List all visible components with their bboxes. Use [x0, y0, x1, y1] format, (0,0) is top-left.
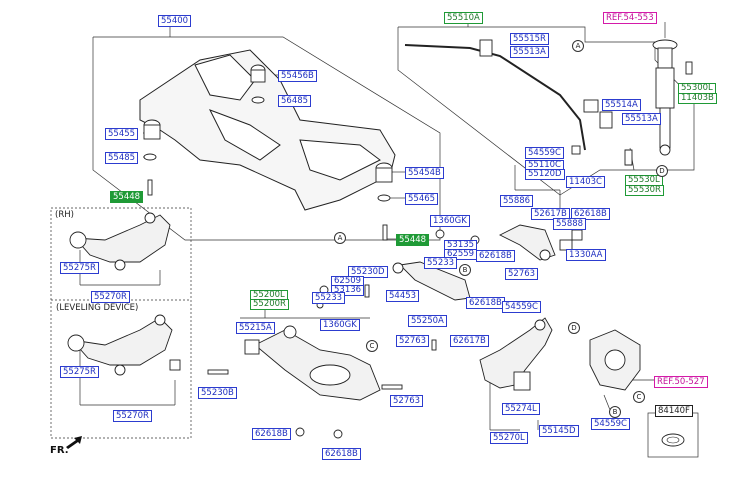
label-55448-a[interactable]: 55448 — [110, 191, 144, 203]
label-55530r[interactable]: 55530R — [625, 185, 664, 196]
label-55120d[interactable]: 55120D — [525, 169, 565, 180]
shock-absorber — [652, 39, 693, 156]
section-leveling: (LEVELING DEVICE) — [56, 303, 139, 313]
label-55485[interactable]: 55485 — [105, 152, 139, 164]
label-11403b[interactable]: 11403B — [678, 93, 717, 104]
label-1360gk-a[interactable]: 1360GK — [430, 215, 470, 227]
label-55275r-a[interactable]: 55275R — [60, 262, 99, 274]
fr-label: FR. — [50, 445, 69, 456]
trailing-arm-lh — [479, 317, 553, 391]
label-55215a[interactable]: 55215A — [236, 322, 275, 334]
label-55448-b[interactable]: 55448 — [396, 234, 430, 246]
trailing-arm-rh — [69, 212, 171, 271]
bushing-55513a — [479, 39, 493, 57]
label-62618b-e[interactable]: 62618B — [322, 448, 361, 460]
label-53136[interactable]: 53136 — [331, 285, 365, 296]
crossmember-frame — [92, 36, 441, 241]
label-55145d[interactable]: 55145D — [539, 425, 579, 437]
crossmember-subframe — [139, 49, 396, 211]
marker-d-bottom: D — [568, 322, 580, 334]
marker-a-top: A — [572, 40, 584, 52]
label-55230b[interactable]: 55230B — [198, 387, 237, 399]
knuckle — [589, 329, 641, 391]
label-11403c[interactable]: 11403C — [566, 176, 605, 188]
rh-box — [50, 207, 192, 439]
label-1360gk-b[interactable]: 1360GK — [320, 319, 360, 331]
stabilizer-bar — [404, 44, 586, 151]
label-62618b-b[interactable]: 62618B — [476, 250, 515, 262]
label-55456b[interactable]: 55456B — [278, 70, 317, 82]
label-55513a-mid[interactable]: 55513A — [622, 113, 661, 125]
label-54453[interactable]: 54453 — [386, 290, 420, 302]
label-55888[interactable]: 55888 — [553, 218, 587, 230]
label-55233-b[interactable]: 55233 — [312, 292, 346, 304]
label-55465[interactable]: 55465 — [405, 193, 439, 205]
label-55270l[interactable]: 55270L — [490, 432, 528, 444]
label-54559c-c[interactable]: 54559C — [591, 418, 630, 430]
label-55270r-b[interactable]: 55270R — [113, 410, 152, 422]
label-55513a-top[interactable]: 55513A — [510, 46, 549, 58]
label-55514a[interactable]: 55514A — [602, 99, 641, 111]
label-55250a[interactable]: 55250A — [408, 315, 447, 327]
label-55230d[interactable]: 55230D — [348, 266, 388, 278]
label-54559c-b[interactable]: 54559C — [502, 301, 541, 313]
label-56485[interactable]: 56485 — [278, 95, 312, 107]
label-55233-a[interactable]: 55233 — [424, 257, 458, 269]
marker-b-mid: B — [459, 264, 471, 276]
label-62618b-a[interactable]: 62618B — [571, 208, 610, 220]
marker-d-top: D — [656, 165, 668, 177]
trailing-arm-leveling — [67, 314, 181, 376]
marker-c-right: C — [633, 391, 645, 403]
marker-b-right: B — [609, 406, 621, 418]
label-52763-c[interactable]: 52763 — [390, 395, 424, 407]
bushing-55513a-2 — [599, 111, 613, 129]
label-ref-50-527[interactable]: REF.50-527 — [654, 376, 708, 388]
label-52763-a[interactable]: 52763 — [505, 268, 539, 280]
label-55455[interactable]: 55455 — [105, 128, 139, 140]
upper-arm-55886 — [498, 224, 583, 261]
plug-icon — [661, 433, 685, 447]
label-ref-54-553[interactable]: REF.54-553 — [603, 12, 657, 24]
label-52763-b[interactable]: 52763 — [396, 335, 430, 347]
label-62618b-d[interactable]: 62618B — [252, 428, 291, 440]
label-1330aa[interactable]: 1330AA — [566, 249, 606, 261]
label-62618b-c[interactable]: 62618B — [466, 297, 505, 309]
marker-c-left: C — [366, 340, 378, 352]
label-62617b[interactable]: 62617B — [450, 335, 489, 347]
label-54559c-a[interactable]: 54559C — [525, 147, 564, 159]
label-55454b[interactable]: 55454B — [405, 167, 444, 179]
section-rh: (RH) — [55, 210, 74, 220]
label-55275r-b[interactable]: 55275R — [60, 366, 99, 378]
marker-a-bottom: A — [334, 232, 346, 244]
label-55510a[interactable]: 55510A — [444, 12, 483, 24]
lower-arm-55200 — [244, 325, 381, 401]
label-55270r-a[interactable]: 55270R — [91, 291, 130, 303]
label-55274l[interactable]: 55274L — [502, 403, 540, 415]
label-55515r[interactable]: 55515R — [510, 33, 549, 45]
label-55400[interactable]: 55400 — [158, 15, 192, 27]
label-84140f[interactable]: 84140F — [655, 405, 693, 417]
label-52617b-a[interactable]: 52617B — [531, 208, 570, 220]
fr-arrow-icon — [66, 436, 82, 449]
label-55886[interactable]: 55886 — [500, 195, 534, 207]
label-55200r[interactable]: 55200R — [250, 299, 289, 310]
